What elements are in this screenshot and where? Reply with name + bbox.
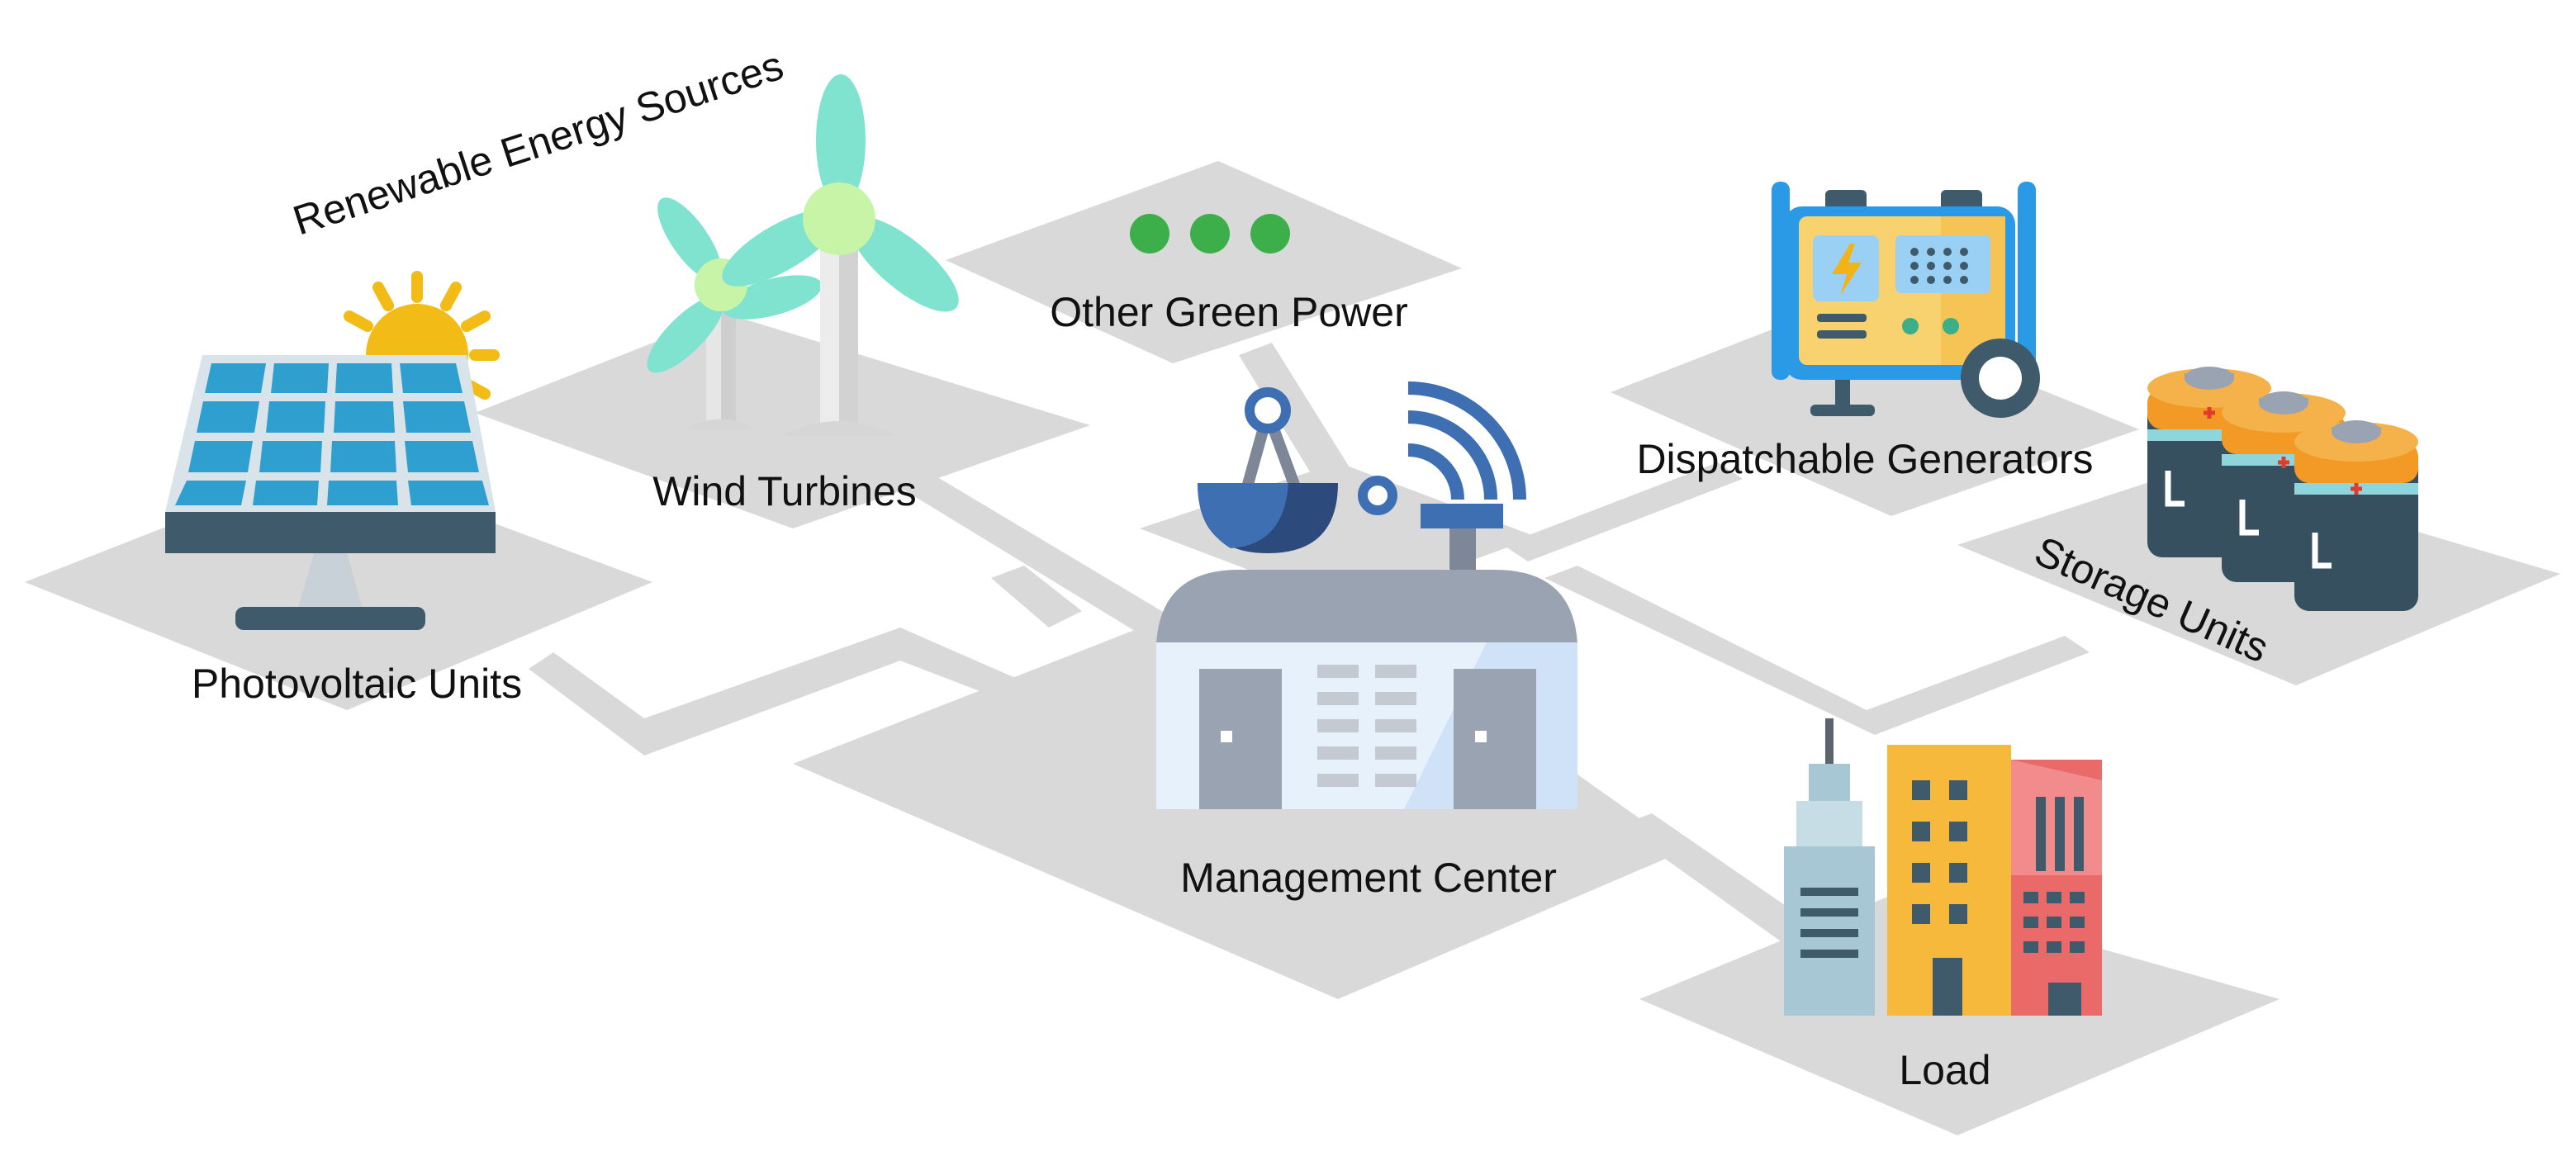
label-load: Load (1899, 1047, 1990, 1093)
ellipsis-dots-icon (1130, 214, 1290, 253)
label-other-green-power: Other Green Power (1050, 289, 1408, 335)
connector-pv-center (529, 628, 1032, 756)
wireless-signal-icon (1358, 381, 1526, 574)
control-building-icon (1156, 570, 1577, 809)
connector-dispatch-center (1503, 462, 1743, 561)
wind-turbine-icon (647, 74, 959, 436)
generator-icon (1772, 182, 2040, 418)
city-buildings-icon (1784, 718, 2102, 1016)
connector-wind-center (859, 450, 1189, 644)
battery-icon (2147, 367, 2418, 611)
platform-wind (475, 314, 1090, 528)
satellite-dish-icon (1198, 387, 1338, 553)
connector-storage-center (1544, 566, 2090, 735)
label-renewable-energy-sources: Renewable Energy Sources (287, 42, 789, 244)
label-dispatchable-generators: Dispatchable Generators (1636, 436, 2093, 482)
platform-other-green (946, 161, 1462, 363)
label-photovoltaic-units: Photovoltaic Units (192, 661, 522, 707)
label-management-center: Management Center (1180, 855, 1557, 901)
label-wind-turbines: Wind Turbines (652, 468, 917, 514)
connector-load-center (1619, 813, 1825, 950)
battery-3 (2294, 420, 2418, 611)
connector-center-left (991, 566, 1082, 628)
solar-panel-icon (165, 271, 500, 630)
